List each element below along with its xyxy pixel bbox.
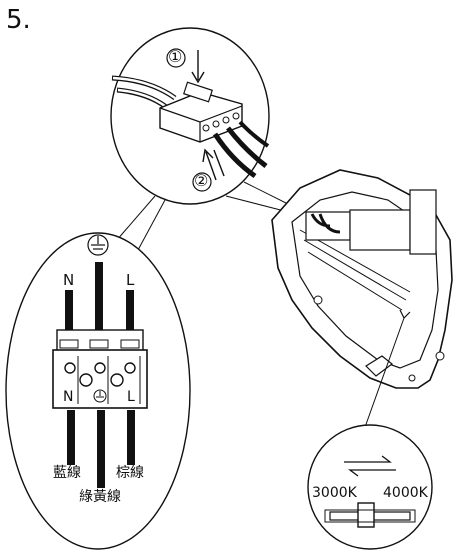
- terminal-top-l-label: L: [126, 271, 135, 289]
- wire-blue-label: 藍線: [53, 465, 81, 481]
- step-number: 5.: [6, 5, 31, 35]
- terminal-body-l-label: L: [127, 389, 135, 405]
- connector-detail-circle: [110, 27, 270, 205]
- luminaire-body: [271, 169, 453, 389]
- wire-brown-label: 棕線: [116, 465, 144, 481]
- terminal-block-ellipse: [5, 232, 191, 550]
- terminal-body-n-label: N: [63, 389, 74, 405]
- terminal-top-n-label: N: [63, 271, 75, 289]
- callout-insert-number: ②: [194, 171, 209, 190]
- callout-press-number: ①: [168, 47, 183, 66]
- wire-green-yellow-label: 綠黃線: [79, 489, 121, 505]
- cct-switch-circle: [307, 424, 433, 550]
- cct-3000k-label: 3000K: [312, 485, 357, 501]
- cct-4000k-label: 4000K: [383, 485, 428, 501]
